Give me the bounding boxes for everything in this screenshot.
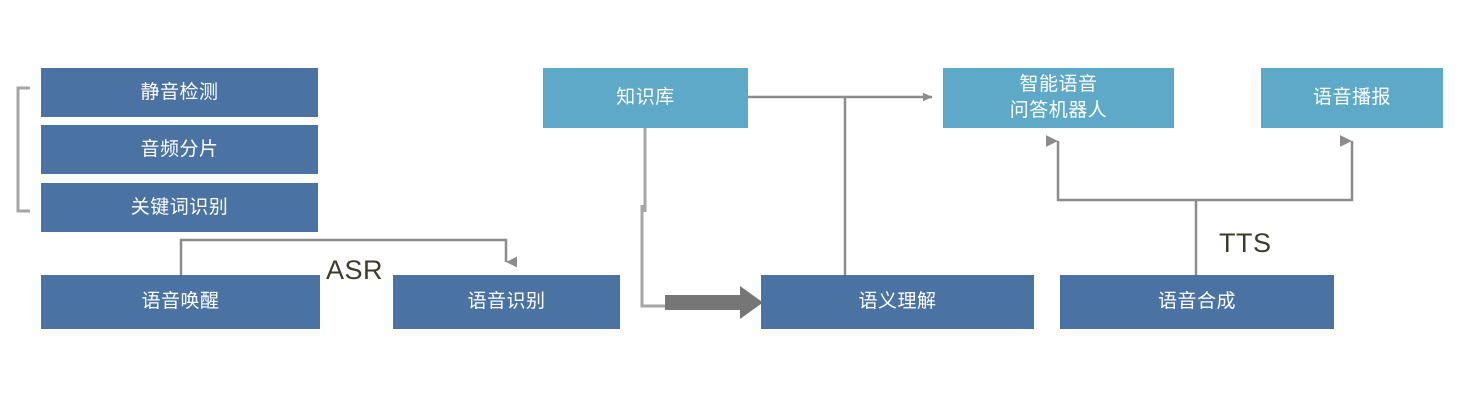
node-label: 知识库: [616, 87, 675, 108]
node-speech-recognition[interactable]: 语音识别: [393, 275, 620, 329]
node-keyword-spotting[interactable]: 关键词识别: [41, 183, 318, 232]
node-audio-segmentation[interactable]: 音频分片: [41, 125, 318, 174]
node-label: 音频分片: [140, 138, 219, 160]
edge-label-asr: ASR: [326, 255, 384, 285]
node-voice-wakeup[interactable]: 语音唤醒: [41, 275, 320, 329]
node-knowledge-base[interactable]: 知识库: [543, 68, 748, 128]
edge-label-tts: TTS: [1219, 228, 1272, 258]
node-label: 语音唤醒: [141, 291, 220, 312]
group-bracket: [16, 86, 30, 213]
node-label: 语音合成: [1157, 291, 1236, 312]
connector-kb-to-qa-robot: [748, 92, 933, 275]
node-label: 语音识别: [467, 291, 546, 312]
node-label: 语音播报: [1312, 87, 1391, 108]
connector-synthesis-to-outputs: [1046, 135, 1354, 275]
node-silence-detection[interactable]: 静音检测: [41, 68, 318, 117]
node-semantic-understanding[interactable]: 语义理解: [761, 275, 1034, 329]
connector-block-arrow-recognition-to-semantic: [665, 286, 763, 319]
node-qa-robot[interactable]: 智能语音 问答机器人: [943, 68, 1174, 128]
node-label: 智能语音 问答机器人: [1009, 74, 1108, 121]
node-voice-broadcast[interactable]: 语音播报: [1261, 68, 1443, 128]
connector-kb-to-semantic: [640, 128, 668, 308]
node-label: 关键词识别: [130, 196, 229, 218]
node-speech-synthesis[interactable]: 语音合成: [1060, 275, 1334, 329]
node-label: 语义理解: [858, 291, 937, 312]
node-label: 静音检测: [140, 81, 219, 103]
